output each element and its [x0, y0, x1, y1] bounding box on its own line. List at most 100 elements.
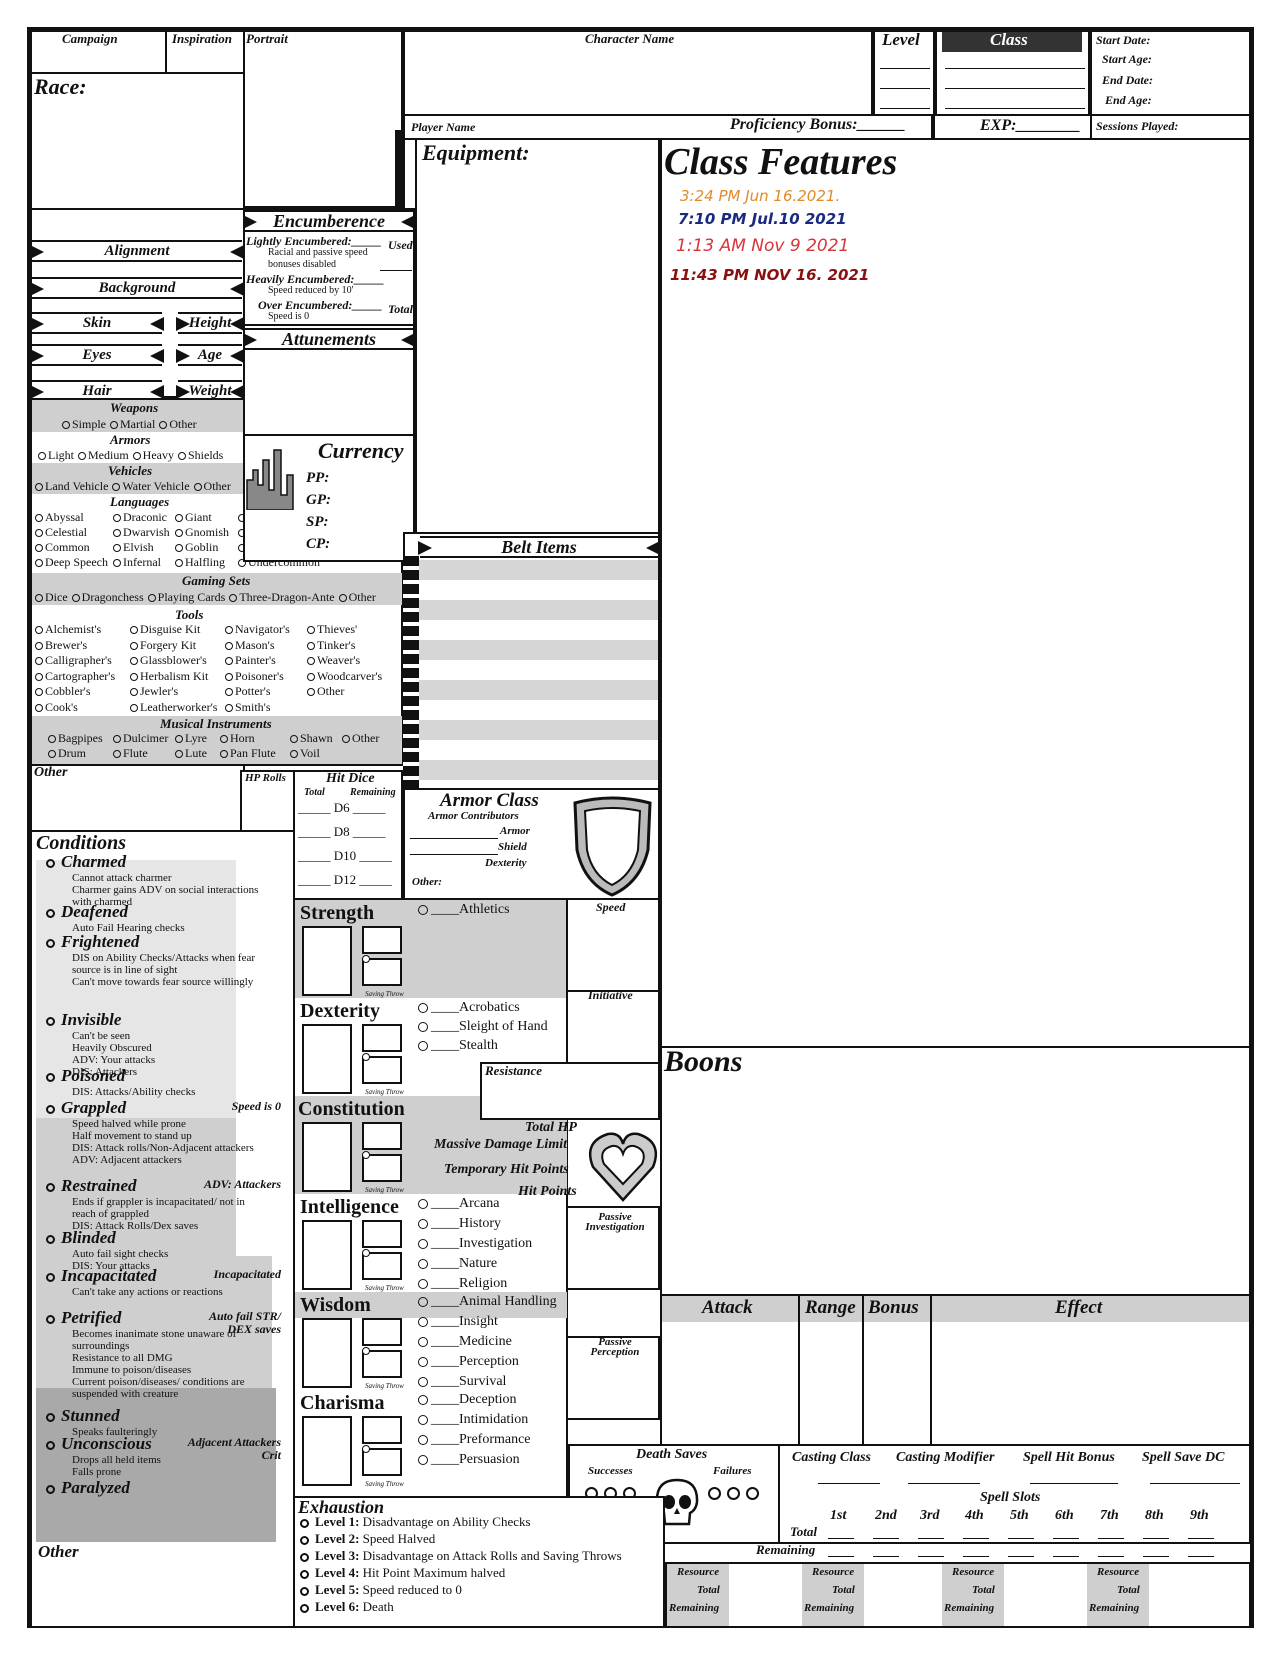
failure-2[interactable]	[727, 1486, 740, 1500]
instrument-10[interactable]: Voil	[290, 746, 320, 761]
skill-intimidation[interactable]: ____Intimidation	[418, 1412, 528, 1428]
gaming-set-checkbox-icon[interactable]	[338, 594, 347, 603]
armor-checkbox-icon[interactable]	[178, 452, 186, 461]
language-checkbox-icon[interactable]	[35, 559, 43, 568]
tool-checkbox-icon[interactable]	[130, 672, 138, 681]
instrument-4[interactable]: Shawn	[290, 731, 333, 746]
instrument-0[interactable]: Bagpipes	[48, 731, 103, 746]
weapon-checkbox-icon[interactable]	[159, 421, 168, 430]
strength-saving-throw-box[interactable]	[362, 958, 402, 986]
intelligence-saving-throw-box[interactable]	[362, 1252, 402, 1280]
strength-save-checkbox-icon[interactable]	[362, 955, 370, 963]
armor-3[interactable]: Shields	[178, 448, 223, 462]
slot-total-2nd[interactable]	[873, 1538, 899, 1539]
condition-blinded[interactable]: Blinded	[46, 1228, 116, 1248]
tool-checkbox-icon[interactable]	[225, 688, 233, 697]
tool-checkbox-icon[interactable]	[35, 657, 43, 666]
dexterity-score-box[interactable]	[302, 1024, 352, 1094]
exhaustion-checkbox-icon[interactable]	[300, 1552, 309, 1562]
skill-survival-checkbox-icon[interactable]	[418, 1376, 428, 1387]
condition-charmed[interactable]: Charmed	[46, 852, 126, 872]
slot-remaining-6th[interactable]	[1053, 1556, 1079, 1557]
condition-blinded-checkbox-icon[interactable]	[46, 1234, 55, 1244]
skill-investigation-checkbox-icon[interactable]	[418, 1238, 428, 1249]
condition-invisible[interactable]: Invisible	[46, 1010, 121, 1030]
tool-checkbox-icon[interactable]	[130, 657, 138, 666]
instrument-checkbox-icon[interactable]	[48, 750, 56, 759]
hit-die-d6[interactable]: _____ D6 _____	[298, 800, 386, 815]
vehicle-checkbox-icon[interactable]	[193, 483, 202, 492]
skill-stealth[interactable]: ____Stealth	[418, 1038, 498, 1054]
portrait-box[interactable]	[243, 30, 403, 208]
level-box[interactable]	[873, 30, 935, 116]
tool-3[interactable]: Thieves'	[307, 622, 357, 637]
slot-remaining-9th[interactable]	[1188, 1556, 1214, 1557]
skill-acrobatics-checkbox-icon[interactable]	[418, 1002, 428, 1013]
tool-8[interactable]: Calligrapher's	[35, 653, 112, 668]
skill-sleight-checkbox-icon[interactable]	[418, 1021, 428, 1032]
condition-petrified[interactable]: Petrified	[46, 1308, 121, 1328]
tool-14[interactable]: Poisoner's	[225, 669, 284, 684]
tool-12[interactable]: Cartographer's	[35, 669, 115, 684]
language-checkbox-icon[interactable]	[113, 514, 121, 523]
sessions-box[interactable]	[1090, 114, 1251, 140]
condition-poisoned[interactable]: Poisoned	[46, 1066, 125, 1086]
wisdom-score-box[interactable]	[302, 1318, 352, 1388]
tool-checkbox-icon[interactable]	[225, 641, 233, 650]
exhaustion-level-3[interactable]: Level 3: Disadvantage on Attack Rolls an…	[300, 1548, 622, 1564]
tool-checkbox-icon[interactable]	[225, 657, 233, 666]
language-checkbox-icon[interactable]	[238, 559, 246, 568]
tool-6[interactable]: Mason's	[225, 638, 275, 653]
weapon-checkbox-icon[interactable]	[110, 421, 119, 430]
slot-total-8th[interactable]	[1143, 1538, 1169, 1539]
tool-checkbox-icon[interactable]	[35, 672, 43, 681]
instrument-checkbox-icon[interactable]	[113, 735, 121, 744]
language-checkbox-icon[interactable]	[113, 544, 121, 553]
language-checkbox-icon[interactable]	[175, 559, 183, 568]
skill-perception[interactable]: ____Perception	[418, 1354, 519, 1370]
tool-21[interactable]: Leatherworker's	[130, 700, 217, 715]
strength-modifier-box[interactable]	[362, 926, 402, 954]
armor-checkbox-icon[interactable]	[38, 452, 46, 461]
exhaustion-checkbox-icon[interactable]	[300, 1518, 309, 1528]
tool-checkbox-icon[interactable]	[307, 641, 315, 650]
gaming-set-checkbox-icon[interactable]	[147, 594, 156, 603]
tool-checkbox-icon[interactable]	[130, 703, 138, 712]
instrument-checkbox-icon[interactable]	[220, 735, 228, 744]
instrument-checkbox-icon[interactable]	[342, 735, 350, 744]
condition-incapacitated-checkbox-icon[interactable]	[46, 1272, 55, 1282]
exhaustion-level-5[interactable]: Level 5: Speed reduced to 0	[300, 1582, 462, 1598]
condition-unconscious[interactable]: Unconscious	[46, 1434, 152, 1454]
tool-15[interactable]: Woodcarver's	[307, 669, 382, 684]
tool-22[interactable]: Smith's	[225, 700, 271, 715]
tool-20[interactable]: Cook's	[35, 700, 78, 715]
instrument-9[interactable]: Pan Flute	[220, 746, 276, 761]
hit-die-d10[interactable]: _____ D10 _____	[298, 848, 392, 863]
instrument-checkbox-icon[interactable]	[113, 750, 121, 759]
condition-frightened[interactable]: Frightened	[46, 932, 139, 952]
hit-die-d8[interactable]: _____ D8 _____	[298, 824, 386, 839]
skill-acrobatics[interactable]: ____Acrobatics	[418, 1000, 520, 1016]
skill-arcana[interactable]: ____Arcana	[418, 1196, 499, 1212]
gaming-set-0[interactable]: Dice	[35, 590, 68, 604]
skill-athletics-checkbox-icon[interactable]	[418, 904, 428, 915]
constitution-modifier-box[interactable]	[362, 1122, 402, 1150]
armor-checkbox-icon[interactable]	[78, 452, 86, 461]
tool-checkbox-icon[interactable]	[225, 703, 233, 712]
weapon-checkbox-icon[interactable]	[62, 421, 70, 430]
skill-performance[interactable]: ____Preformance	[418, 1432, 531, 1448]
hit-dice-rows[interactable]: _____ D6 _____ _____ D8 _____ _____ D10 __…	[298, 800, 398, 895]
exhaustion-checkbox-icon[interactable]	[300, 1569, 309, 1579]
tool-checkbox-icon[interactable]	[130, 626, 138, 635]
condition-invisible-checkbox-icon[interactable]	[46, 1016, 55, 1026]
tool-checkbox-icon[interactable]	[35, 626, 43, 635]
armor-1[interactable]: Medium	[78, 448, 129, 462]
skill-religion-checkbox-icon[interactable]	[418, 1278, 428, 1289]
campaign-box[interactable]	[30, 30, 167, 74]
slot-remaining-2nd[interactable]	[873, 1556, 899, 1557]
skill-nature[interactable]: ____Nature	[418, 1256, 497, 1272]
failure-3[interactable]	[746, 1486, 759, 1500]
tool-checkbox-icon[interactable]	[307, 626, 315, 635]
instrument-5[interactable]: Other	[342, 731, 379, 746]
